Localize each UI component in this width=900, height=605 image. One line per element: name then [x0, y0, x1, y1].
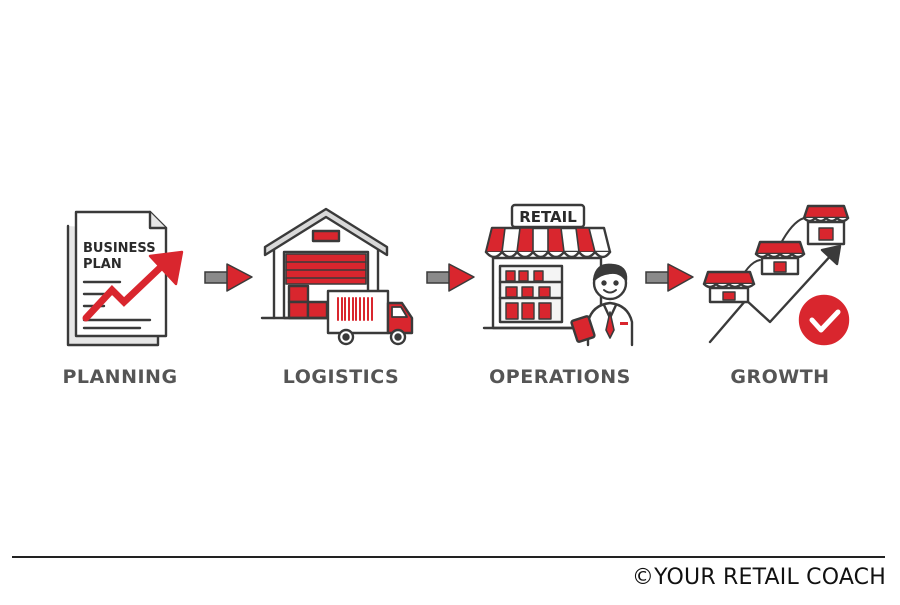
business-plan-document-icon: BUSINESS PLAN	[66, 210, 184, 347]
small-store-2	[754, 240, 806, 276]
store-sign-text: RETAIL	[519, 208, 577, 226]
check-circle-icon	[798, 294, 850, 346]
step-label-growth: GROWTH	[730, 366, 830, 388]
retail-store-staff-icon: RETAIL	[482, 203, 634, 347]
copyright-text: ©YOUR RETAIL COACH	[631, 565, 886, 590]
document-title-line-2: PLAN	[83, 257, 122, 272]
arrow-right-icon	[426, 263, 475, 292]
step-label-logistics: LOGISTICS	[282, 366, 400, 388]
document-title-line-1: BUSINESS	[83, 241, 156, 256]
step-label-planning: PLANNING	[62, 366, 178, 388]
footer-divider	[12, 556, 885, 558]
arrow-right-icon	[204, 263, 253, 292]
store-growth-chart-icon	[702, 204, 850, 346]
step-label-operations: OPERATIONS	[489, 366, 631, 388]
small-store-1	[702, 270, 756, 304]
warehouse-truck-icon	[260, 207, 414, 346]
small-store-3	[802, 204, 850, 246]
arrow-right-icon	[645, 263, 694, 292]
